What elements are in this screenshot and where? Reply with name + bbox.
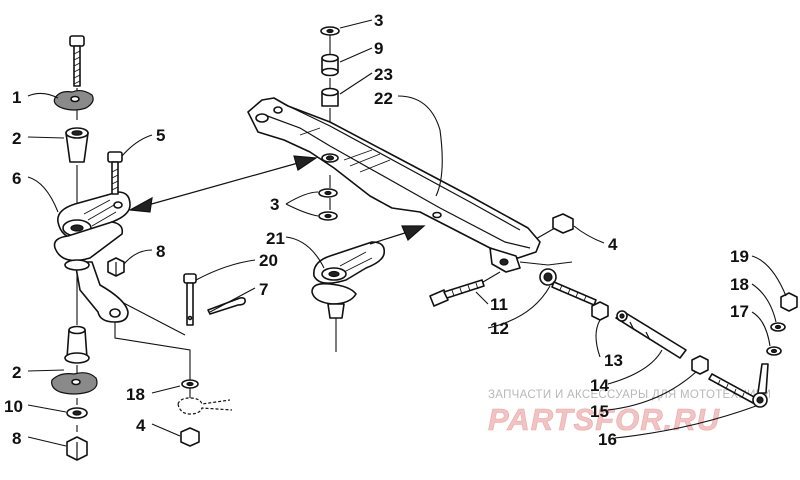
callout-20: 20 [259, 251, 278, 270]
part-3-washer-top [320, 26, 340, 36]
callout-1: 1 [12, 88, 21, 107]
part-2-bushing-top [65, 127, 89, 163]
callout-23: 23 [374, 65, 393, 84]
callout-5: 5 [156, 126, 165, 145]
part-10-washer [66, 407, 88, 419]
callout-labels: 1 2 2 3 3 4 4 5 6 7 8 8 9 10 11 12 13 14… [4, 11, 749, 449]
watermark: ЗАПЧАСТИ И АКСЕССУАРЫ ДЛЯ МОТОТЕХНИКИ PA… [488, 389, 771, 437]
callout-13: 13 [604, 351, 623, 370]
part-7-cotter-pin [207, 297, 246, 315]
callout-3-top: 3 [374, 11, 383, 30]
part-3-washers-lower [318, 188, 338, 221]
callout-21: 21 [266, 229, 285, 248]
callout-19: 19 [730, 247, 749, 266]
part-22-frame-rail [247, 97, 541, 273]
part-13-jam-nut [591, 301, 609, 321]
part-8-nut-lower [66, 436, 88, 461]
callout-9: 9 [374, 39, 383, 58]
callout-8-lower: 8 [12, 429, 21, 448]
part-4-nut-left [180, 427, 200, 447]
part-16-rod [708, 363, 769, 408]
callout-16: 16 [598, 430, 617, 449]
part-18-washer-right [770, 322, 786, 332]
watermark-text: ЗАПЧАСТИ И АКСЕССУАРЫ ДЛЯ МОТОТЕХНИКИ [488, 389, 771, 401]
callout-2-top: 2 [12, 129, 21, 148]
callout-22: 22 [374, 89, 393, 108]
part-15-nut [691, 355, 709, 375]
part-11-bolt [429, 279, 485, 307]
part-1-gasket [53, 89, 94, 111]
callout-17: 17 [730, 302, 749, 321]
callout-2-bottom: 2 [12, 363, 21, 382]
part-21-pivot-bracket [311, 241, 386, 319]
assembly-arrows [128, 155, 426, 245]
part-8-nut-upper [107, 257, 125, 277]
callout-4-left: 4 [136, 416, 146, 435]
part-23-spacer [321, 87, 339, 107]
part-2-bushing-bottom [64, 325, 90, 364]
part-5-bolt [107, 151, 123, 195]
part-9-spacer [321, 53, 339, 77]
callout-15: 15 [590, 402, 609, 421]
part-12-rod-end [539, 268, 597, 306]
callout-18-right: 18 [730, 275, 749, 294]
callout-6: 6 [12, 169, 21, 188]
callout-18-left: 18 [126, 385, 145, 404]
callout-11: 11 [490, 295, 508, 314]
watermark-logo: PARTSFOR.RU [488, 402, 721, 437]
part-17-washer [766, 346, 782, 356]
callout-14: 14 [590, 376, 609, 395]
part-4-nut-right [552, 213, 574, 234]
callout-8-upper: 8 [156, 242, 165, 261]
leader-lines [27, 19, 787, 447]
part-19-nut [780, 292, 798, 312]
callout-12: 12 [490, 319, 509, 338]
callout-10: 10 [4, 397, 23, 416]
part-14-adjuster-sleeve [615, 310, 687, 359]
part-bottom-gasket [51, 372, 98, 395]
part-1-bolt [69, 35, 85, 87]
ground-blob [177, 397, 233, 415]
part-6-idler-arm [53, 191, 131, 323]
part-18-washer-left [181, 379, 199, 389]
callout-3-lower: 3 [270, 195, 279, 214]
callout-7: 7 [259, 280, 268, 299]
part-20-pin [183, 273, 197, 326]
callout-4-right: 4 [608, 235, 618, 254]
